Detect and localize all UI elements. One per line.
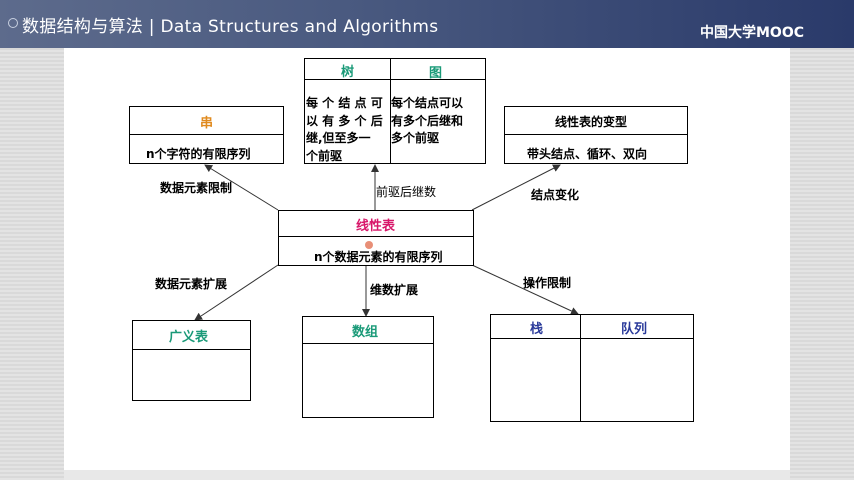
- title-bar: 数据结构与算法 | Data Structures and Algorithms: [0, 0, 854, 48]
- edge-label-to-tree-graph: 前驱后继数: [376, 185, 437, 199]
- linear-list-desc: n个数据元素的有限序列: [314, 250, 443, 264]
- string-title: 串: [200, 116, 214, 131]
- edge-to-variants: [471, 164, 561, 211]
- edge-label-to-array: 维数扩展: [370, 283, 419, 297]
- edge-label-to-stack-queue: 操作限制: [523, 276, 572, 290]
- string-box: 串 n个字符的有限序列: [129, 106, 284, 164]
- generalized-list-title: 广义表: [169, 330, 209, 345]
- tree-desc-line: 个前驱: [306, 149, 343, 163]
- tree-desc-line: 每 个 结 点 可: [306, 96, 383, 110]
- graph-desc-line: 有多个后继和: [391, 114, 464, 128]
- tree-graph-box: 树 图 每 个 结 点 可 以 有 多 个 后 继,但至多一 个前驱 每个结点可…: [304, 58, 486, 164]
- edge-to-generalized: [194, 264, 279, 321]
- linear-list-box: 线性表 n个数据元素的有限序列: [278, 210, 474, 266]
- graph-desc-line: 多个前驱: [391, 131, 440, 145]
- generalized-list-box: 广义表: [132, 320, 251, 401]
- cursor-dot-icon: [365, 241, 373, 249]
- variants-title: 线性表的变型: [555, 115, 628, 129]
- course-title: 数据结构与算法 | Data Structures and Algorithms: [22, 17, 439, 37]
- edge-label-to-string: 数据元素限制: [160, 181, 233, 195]
- left-margin: [0, 48, 64, 480]
- header-divider: [505, 134, 687, 135]
- column-divider: [580, 315, 581, 421]
- header-divider: [133, 349, 250, 350]
- variants-desc: 带头结点、循环、双向: [527, 147, 648, 161]
- queue-label: 队列: [621, 322, 648, 337]
- column-divider: [390, 59, 391, 163]
- tree-label: 树: [341, 65, 355, 80]
- array-title: 数组: [352, 325, 379, 340]
- tree-desc-line: 继,但至多一: [306, 131, 371, 145]
- header-divider: [303, 343, 433, 344]
- header-divider: [305, 79, 485, 80]
- linear-list-title: 线性表: [356, 219, 396, 234]
- mooc-logo: 中国大学MOOC: [700, 25, 805, 41]
- edge-label-to-generalized: 数据元素扩展: [155, 277, 228, 291]
- tree-desc-line: 以 有 多 个 后: [306, 114, 383, 128]
- header-divider: [279, 236, 473, 237]
- graph-desc-line: 每个结点可以: [391, 96, 464, 110]
- edge-to-string: [204, 164, 279, 211]
- string-desc: n个字符的有限序列: [146, 147, 251, 161]
- stack-queue-box: 栈 队列: [490, 314, 694, 422]
- header-divider: [130, 134, 283, 135]
- bottom-margin: [64, 470, 790, 480]
- right-margin: [790, 48, 854, 480]
- bullet-icon: [8, 18, 18, 28]
- variants-box: 线性表的变型 带头结点、循环、双向: [504, 106, 688, 164]
- graph-label: 图: [429, 66, 443, 81]
- edge-label-to-variants: 结点变化: [531, 188, 580, 202]
- stack-label: 栈: [530, 322, 544, 337]
- edge-to-stack-queue: [471, 264, 579, 315]
- array-box: 数组: [302, 316, 434, 418]
- header-divider: [491, 338, 693, 339]
